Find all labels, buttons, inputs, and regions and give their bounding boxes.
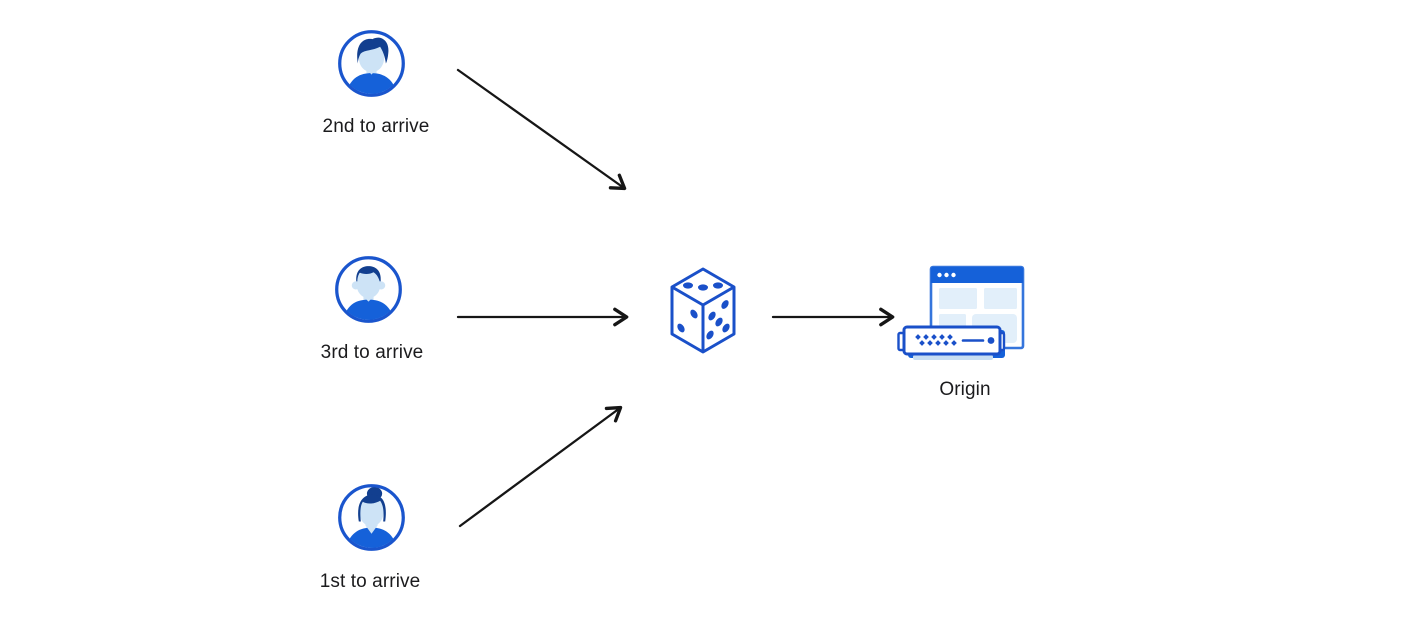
user-second-label: 2nd to arrive bbox=[322, 116, 430, 137]
dice-node bbox=[669, 266, 737, 356]
dice-icon bbox=[670, 267, 736, 354]
male-user-avatar-icon bbox=[338, 30, 405, 97]
user-third-label: 3rd to arrive bbox=[320, 342, 424, 363]
male-user-avatar-icon bbox=[335, 256, 402, 323]
origin-server-icon bbox=[897, 265, 1025, 360]
user-first-label: 1st to arrive bbox=[319, 571, 421, 592]
arrow-user2-to-dice bbox=[456, 68, 627, 191]
origin-node bbox=[896, 260, 1030, 364]
female-user-avatar-icon bbox=[338, 484, 405, 551]
user-first-avatar bbox=[338, 484, 405, 551]
arrow-user1-to-dice bbox=[458, 405, 623, 528]
user-second-avatar bbox=[338, 30, 405, 97]
origin-label: Origin bbox=[939, 379, 991, 400]
server-icon bbox=[897, 325, 1006, 360]
user-third-avatar bbox=[335, 256, 402, 323]
